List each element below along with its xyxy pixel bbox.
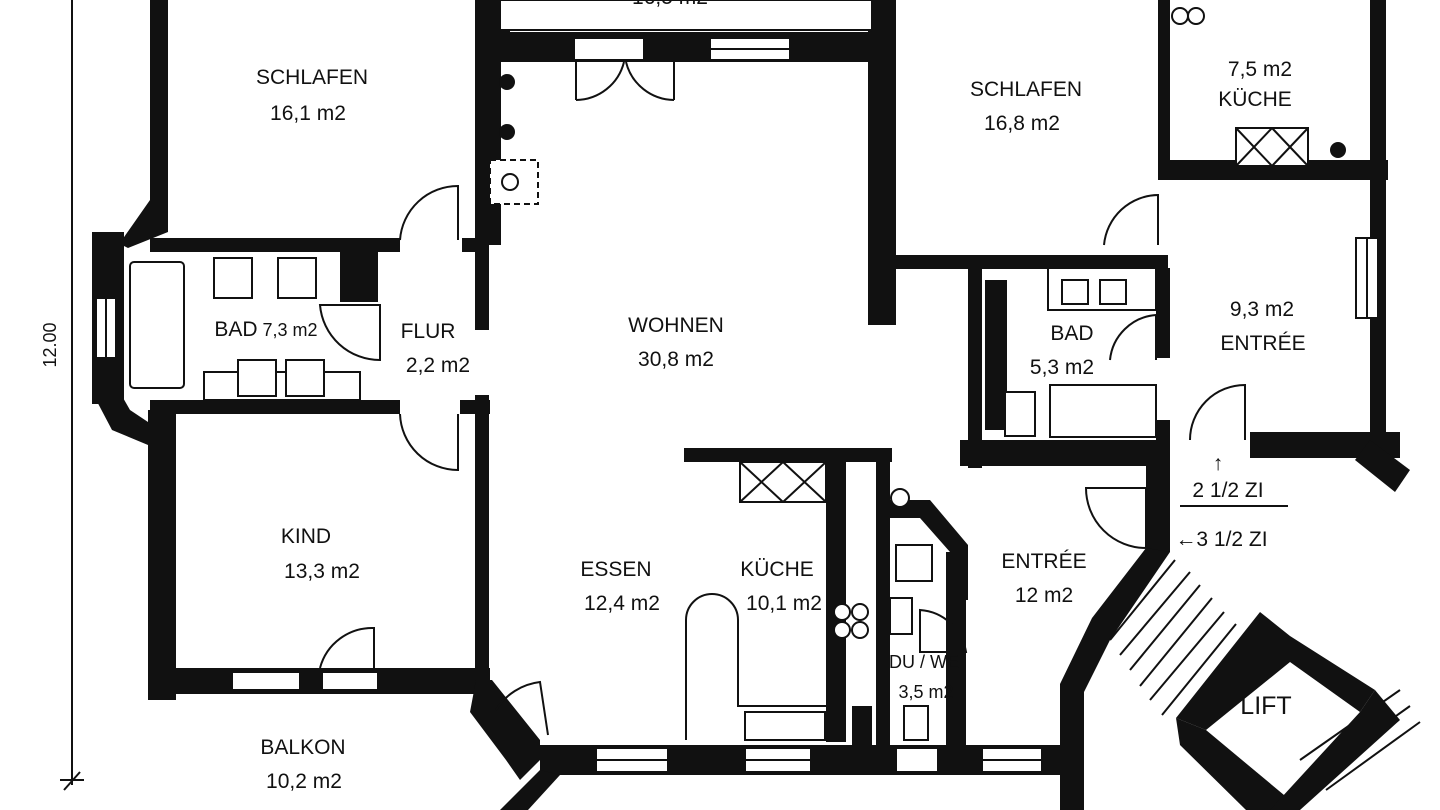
room-essen-area: 12,4 m2 <box>584 592 660 615</box>
room-lift-name: LIFT <box>1240 692 1291 720</box>
room-schlafen-right-name: SCHLAFEN <box>970 78 1082 101</box>
doors <box>318 61 1246 736</box>
room-kind-name: KIND <box>281 525 331 548</box>
dimension-line: 12.00 <box>40 0 84 791</box>
room-bad-right-name: BAD <box>1050 322 1093 345</box>
fixtures <box>129 7 1346 746</box>
room-entree-right-area: 9,3 m2 <box>1230 298 1294 321</box>
arrow-left-glyph: ← <box>1176 528 1197 551</box>
room-wohnen-area: 30,8 m2 <box>638 348 714 371</box>
room-kueche-mid-area: 10,1 m2 <box>746 592 822 615</box>
room-kueche-top-area: 7,5 m2 <box>1228 58 1292 81</box>
stairwell <box>1109 559 1421 810</box>
arrow-3-5-zi-label: 3 1/2 ZI <box>1196 528 1267 551</box>
room-schlafen-left-area: 16,1 m2 <box>270 102 346 125</box>
room-entree-center-area: 12 m2 <box>1015 584 1073 607</box>
apartment-arrows: ↑ 2 1/2 ZI ← 3 1/2 ZI <box>1176 452 1288 551</box>
arrow-up-glyph: ↑ <box>1213 452 1224 475</box>
room-labels: SCHLAFEN 16,1 m2 16,5 m2 SCHLAFEN 16,8 m… <box>214 0 1305 793</box>
dimension-label: 12.00 <box>40 322 60 367</box>
arrow-2-5-zi-label: 2 1/2 ZI <box>1192 479 1263 502</box>
room-kueche-mid-name: KÜCHE <box>740 558 814 581</box>
room-bad-left-name: BAD <box>214 318 257 341</box>
room-duwe-name: DU / WE <box>889 652 959 672</box>
room-balkon-name: BALKON <box>260 736 345 759</box>
room-bad-left-area: 7,3 m2 <box>262 320 317 340</box>
room-schlafen-left-name: SCHLAFEN <box>256 66 368 89</box>
room-entree-right-name: ENTRÉE <box>1220 332 1305 355</box>
windows <box>95 0 1379 773</box>
room-kueche-top-name: KÜCHE <box>1218 88 1292 111</box>
room-entree-center-name: ENTRÉE <box>1001 550 1086 573</box>
room-flur-name: FLUR <box>401 320 456 343</box>
room-bad-right-area: 5,3 m2 <box>1030 356 1094 379</box>
room-schlafen-right-area: 16,8 m2 <box>984 112 1060 135</box>
room-kind-area: 13,3 m2 <box>284 560 360 583</box>
room-wohnen-name: WOHNEN <box>628 314 724 337</box>
walls <box>92 0 1410 810</box>
room-balkon-area: 10,2 m2 <box>266 770 342 793</box>
room-duwe-area: 3,5 m2 <box>898 682 953 702</box>
room-top-partial-area: 16,5 m2 <box>632 0 708 9</box>
room-essen-name: ESSEN <box>580 558 651 581</box>
room-flur-area: 2,2 m2 <box>406 354 470 377</box>
